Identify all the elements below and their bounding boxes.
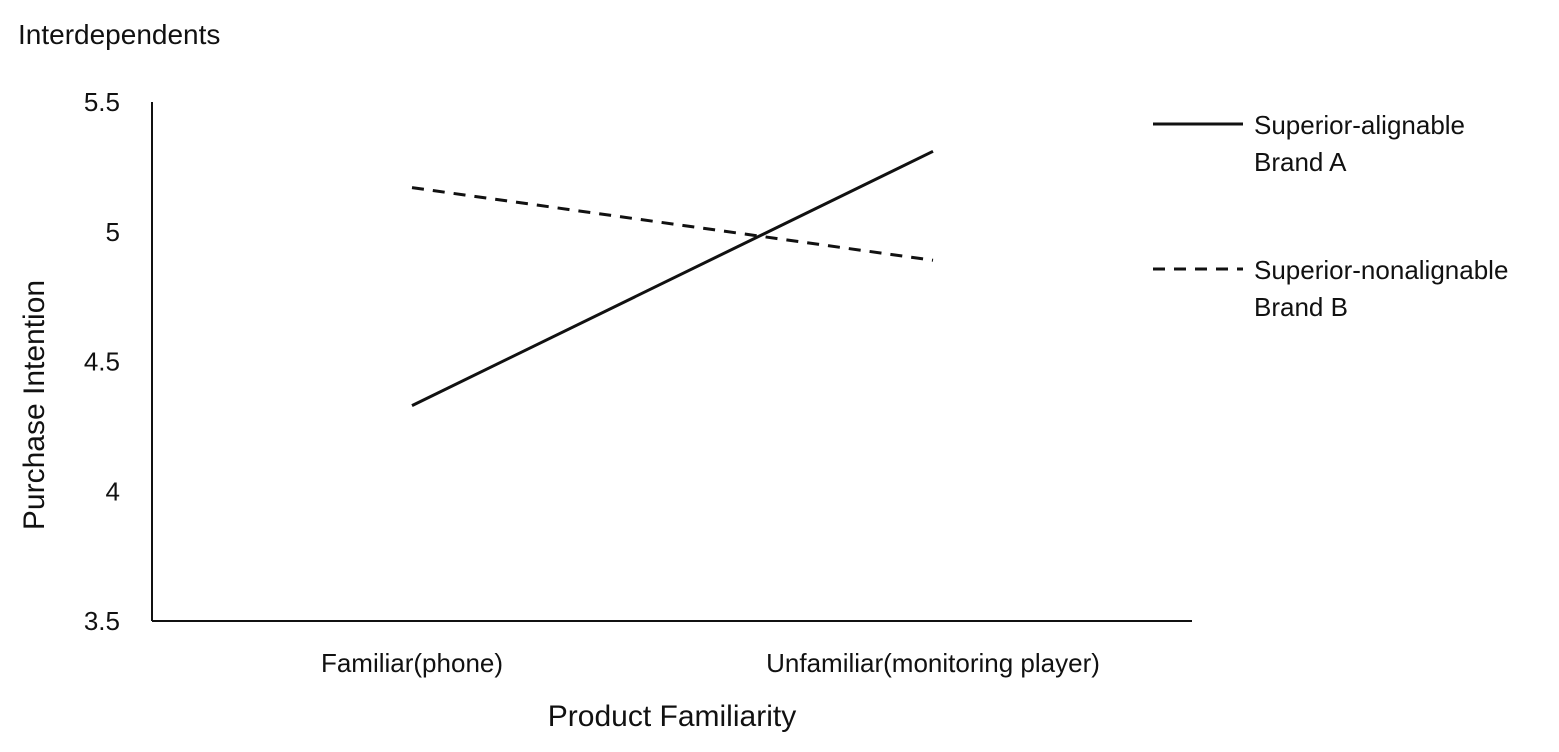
series-line-2	[411, 186, 934, 262]
x-tick-label: Familiar(phone)	[321, 648, 503, 678]
series-line-1	[411, 149, 934, 407]
legend-label: Superior-alignable	[1254, 110, 1465, 140]
y-axis-title: Purchase Intention	[18, 280, 51, 530]
legend-label: Brand A	[1254, 147, 1347, 177]
legend-label: Brand B	[1254, 292, 1348, 322]
x-tick-label: Unfamiliar(monitoring player)	[766, 648, 1100, 678]
y-tick-label: 3.5	[84, 606, 120, 636]
chart-title: Interdependents	[18, 19, 220, 50]
y-tick-label: 5.5	[84, 87, 120, 117]
y-tick-label: 5	[106, 217, 120, 247]
y-tick-label: 4.5	[84, 347, 120, 377]
y-tick-label: 4	[106, 476, 120, 506]
legend-label: Superior-nonalignable	[1254, 255, 1508, 285]
x-axis-title: Product Familiarity	[548, 700, 796, 733]
